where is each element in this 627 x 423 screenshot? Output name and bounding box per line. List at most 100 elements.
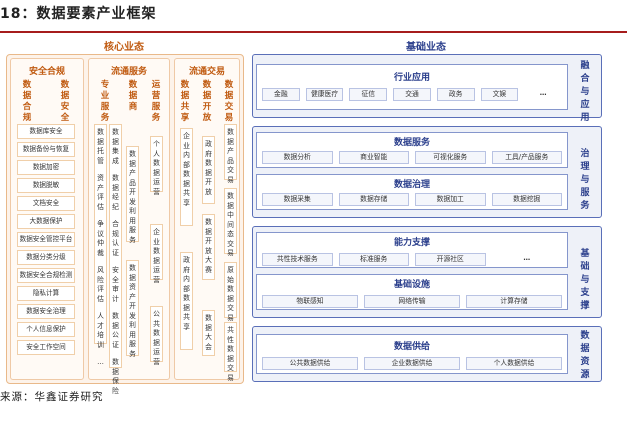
compliance-item: 个人信息保护 (17, 322, 75, 337)
dealer-box-2: 数据资产开发利用服务 (126, 260, 139, 358)
trading-head-b: 数据开放 (202, 80, 212, 123)
compliance-item: 数据脱敏 (17, 178, 75, 193)
ops-item-2: 企业数据运营 (153, 228, 160, 284)
group-resources-label: 数据资源 (580, 331, 590, 380)
compliance-item: 数据安全治理 (17, 304, 75, 319)
industry-apps-panel (256, 64, 568, 110)
capability-panel (256, 232, 568, 268)
pill-item: … (539, 89, 547, 97)
base-section-title: 基础业态 (406, 42, 446, 53)
pill-item: 数据挖掘 (491, 193, 562, 206)
pill-item: 数据采集 (262, 193, 333, 206)
pro-service-item: 数据保险 (112, 358, 119, 395)
pill-item: 政务 (436, 88, 475, 101)
figure-title: 18：数据要素产业框架 (0, 6, 157, 22)
pro-service-item: 人才培训 (97, 312, 104, 349)
title-rule (0, 31, 627, 33)
compliance-item: 数据加密 (17, 160, 75, 175)
pill-item: 标准服务 (338, 253, 409, 266)
compliance-item: 数据库安全 (17, 124, 75, 139)
pill-item: 征信 (349, 88, 388, 101)
group-fusion-label: 融合与应用 (580, 61, 590, 123)
compliance-item: 数据安全管控平台 (17, 232, 75, 247)
dealer-item-2: 数据资产开发利用服务 (129, 264, 136, 358)
pro-service-item: 风险评估 (97, 266, 104, 303)
compliance-item: 文档安全 (17, 196, 75, 211)
data-supply-title: 数据供给 (393, 342, 430, 352)
trading-title: 流通交易 (188, 67, 225, 77)
pill-item: 公共数据供给 (262, 357, 358, 370)
trade-item-4: 共性数据交易 (227, 326, 234, 382)
compliance-item: 数据分类分级 (17, 250, 75, 265)
pill-item: 计算存储 (466, 295, 562, 308)
pill-item: 物联感知 (262, 295, 358, 308)
compliance-head-a: 数据合规 (22, 80, 32, 123)
pill-item: 数据加工 (415, 193, 486, 206)
dealer-box-1: 数据产品开发利用服务 (126, 146, 139, 244)
pro-service-item: 数据托管 (97, 128, 104, 165)
pro-service-item: 争议仲裁 (97, 220, 104, 257)
ops-box-3: 公共数据运营 (150, 306, 163, 366)
pro-service-item: 资产评估 (97, 174, 104, 211)
group-foundation-label: 基础与支撑 (580, 249, 590, 311)
trading-head-a: 数据共享 (180, 80, 190, 123)
data-services-title: 数据服务 (393, 138, 430, 148)
pro-service-item: 合规认证 (112, 220, 119, 257)
pro-services-box: 数据托管资产评估争议仲裁风险评估人才培训 … (94, 124, 107, 366)
trade-item-3: 原始数据交易 (227, 266, 234, 322)
pro-service-item: … (97, 358, 104, 366)
pill-item: 个人数据供给 (466, 357, 562, 370)
pill-item: 数据存储 (338, 193, 409, 206)
pro-service-item: 数据公证 (112, 312, 119, 349)
compliance-item: 数据备份与恢复 (17, 142, 75, 157)
share-item-1: 企业内部数据共享 (183, 132, 190, 207)
source-note: 来源：华鑫证券研究 (0, 391, 104, 403)
pill-item: 工具/产品服务 (491, 151, 562, 164)
pill-item: 商业智能 (338, 151, 409, 164)
compliance-item: 安全工作空间 (17, 340, 75, 355)
circulation-head-c: 运营服务 (151, 80, 161, 123)
pill-item: 开源社区 (415, 253, 486, 266)
open-box-3: 数据大会 (202, 310, 215, 356)
pill-item: 健康医疗 (305, 88, 344, 101)
pro-service-item: 数据经纪 (112, 174, 119, 211)
pill-item: 金融 (262, 88, 300, 101)
share-box-1: 企业内部数据共享 (180, 128, 193, 226)
trade-box-4: 共性数据交易 (224, 322, 237, 382)
compliance-item: 数据安全合规检测 (17, 268, 75, 283)
pro-services-box-2: 数据集成数据经纪合规认证安全审计数据公证数据保险 (109, 124, 122, 395)
trade-box-2: 数据中间态交易 (224, 188, 237, 257)
pill-item: 文娱 (480, 88, 519, 101)
pill-item: 可视化服务 (415, 151, 486, 164)
ops-item-3: 公共数据运营 (153, 310, 160, 366)
pill-item: 企业数据供给 (364, 357, 460, 370)
compliance-item: 隐私计算 (17, 286, 75, 301)
trade-item-2: 数据中间态交易 (227, 192, 234, 257)
pill-item: 数据分析 (262, 151, 333, 164)
open-item-1: 政府数据开放 (205, 140, 212, 196)
core-section-title: 核心业态 (104, 42, 144, 53)
share-box-2: 政府内部数据共享 (180, 252, 193, 350)
circulation-title: 流通服务 (110, 67, 147, 77)
dealer-item-1: 数据产品开发利用服务 (129, 150, 136, 244)
trade-box-1: 数据产品交易 (224, 124, 237, 184)
data-governance-title: 数据治理 (393, 180, 430, 190)
industry-apps-title: 行业应用 (393, 73, 430, 83)
circulation-head-b: 数据商 (128, 80, 138, 112)
open-box-1: 政府数据开放 (202, 136, 215, 204)
ops-box-1: 个人数据运营 (150, 136, 163, 196)
open-box-2: 数据开放大赛 (202, 214, 215, 280)
pill-item: 网络传输 (364, 295, 460, 308)
pill-item: 共性技术服务 (262, 253, 333, 266)
pill-item: 交通 (393, 88, 431, 101)
share-item-2: 政府内部数据共享 (183, 256, 190, 331)
infrastructure-title: 基础设施 (393, 280, 430, 290)
compliance-item: 大数据保护 (17, 214, 75, 229)
group-governance-label: 治理与服务 (580, 149, 590, 211)
open-item-3: 数据大会 (205, 314, 212, 351)
compliance-title: 安全合规 (28, 67, 65, 77)
pill-item: … (523, 254, 531, 262)
compliance-head-b: 数据安全 (60, 80, 70, 123)
circulation-head-a: 专业服务 (100, 80, 110, 123)
trade-item-1: 数据产品交易 (227, 128, 234, 184)
